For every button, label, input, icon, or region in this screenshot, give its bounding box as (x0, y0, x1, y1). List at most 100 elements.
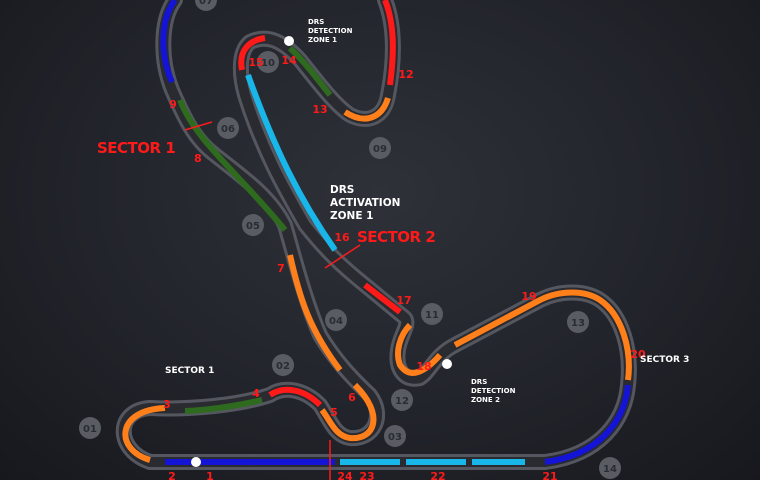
drs-activation-1-line3: ZONE 1 (330, 210, 373, 222)
sector-3-white-label: SECTOR 3 (640, 355, 689, 365)
marshal-post-number: 07 (199, 0, 213, 7)
marshal-post-circle (421, 303, 443, 325)
marshal-post-number: 05 (246, 221, 260, 232)
marshal-post-circle (272, 354, 294, 376)
marshal-post-circle (369, 137, 391, 159)
marshal-post-number: 01 (83, 424, 97, 435)
turn-label-20: 20 (630, 348, 646, 361)
marshal-post-circle (242, 214, 264, 236)
sector-lines (184, 121, 361, 480)
marshal-post-number: 14 (603, 464, 617, 475)
turn-label-6: 6 (348, 391, 356, 404)
marshal-post-circle (391, 389, 413, 411)
marshal-post-number: 09 (373, 144, 387, 155)
marshal-post-circle (384, 425, 406, 447)
turn-label-21: 21 (542, 470, 557, 480)
turn-label-18: 18 (416, 360, 431, 373)
drs-activation-1-line2: ACTIVATION (330, 197, 400, 209)
marshal-post-09: 09 (369, 137, 391, 159)
segment-blue-turn21 (544, 384, 631, 465)
segment-green-t8 (177, 98, 288, 232)
segment-green-t3 (184, 397, 263, 414)
segment-green-t14 (287, 45, 333, 97)
turn-label-19: 19 (521, 290, 536, 303)
turn-label-15: 15 (248, 56, 263, 69)
segment-orange-t13 (343, 96, 391, 122)
marshal-post-10: 10 (257, 51, 279, 73)
marshal-post-number: 03 (388, 432, 402, 443)
marshal-post-05: 05 (242, 214, 264, 236)
turn-label-23: 23 (359, 470, 374, 480)
turn-label-12: 12 (398, 68, 413, 81)
turn-label-7: 7 (277, 262, 285, 275)
segment-cyan-drs1 (245, 73, 338, 252)
marshal-post-02: 02 (272, 354, 294, 376)
segment-red-t15 (238, 35, 266, 71)
marshal-post-number: 02 (276, 361, 290, 372)
segment-orange-t1 (122, 405, 166, 463)
marshal-post-04: 04 (325, 309, 347, 331)
turn-label-2: 2 (168, 470, 176, 480)
marshal-post-number: 10 (261, 58, 275, 69)
turn-label-5: 5 (330, 406, 338, 419)
sector-line-2 (324, 244, 361, 269)
marshal-post-12: 12 (391, 389, 413, 411)
marshal-post-07: 07 (195, 0, 217, 11)
drs-detection-2-line2: DETECTION (471, 387, 516, 395)
drs-detection-1-line3: ZONE 1 (308, 36, 337, 44)
marshal-post-circle (325, 309, 347, 331)
turn-label-22: 22 (430, 470, 445, 480)
turn-label-13: 13 (312, 103, 327, 116)
marshal-post-03: 03 (384, 425, 406, 447)
marshal-post-circle (257, 51, 279, 73)
marshal-post-number: 12 (395, 396, 409, 407)
drs-detection-point-1 (284, 36, 294, 46)
segment-red-t17 (363, 282, 402, 315)
marshal-post-06: 06 (217, 117, 239, 139)
drs-detection-2-line1: DRS (471, 378, 487, 386)
marshal-post-circle (195, 0, 217, 11)
marshal-post-13: 13 (567, 311, 589, 333)
marshal-post-number: 11 (425, 310, 439, 321)
sector-1-label: SECTOR 1 (97, 139, 175, 157)
marshal-post-number: 06 (221, 124, 235, 135)
marshal-post-01: 01 (79, 417, 101, 439)
marshal-post-circle (599, 457, 621, 479)
marshal-post-14: 14 (599, 457, 621, 479)
turn-label-14: 14 (281, 54, 297, 67)
marshal-post-number: 04 (329, 316, 343, 327)
sector-line-1 (184, 121, 213, 131)
marshal-post-circle (79, 417, 101, 439)
drs-activation-1-line1: DRS (330, 184, 354, 196)
segment-red-t4 (268, 386, 323, 408)
turn-label-8: 8 (194, 152, 202, 165)
turn-label-17: 17 (396, 294, 411, 307)
turn-label-4: 4 (252, 387, 260, 400)
turn-label-1: 1 (206, 470, 214, 480)
segment-orange-t7 (287, 254, 343, 372)
annotations: DRS DETECTION ZONE 1 DRS ACTIVATION ZONE… (97, 18, 689, 404)
drs-detection-point-2 (442, 359, 452, 369)
segment-red-t12 (382, 0, 396, 86)
marshal-post-number: 13 (571, 318, 585, 329)
drs-detection-2-line3: ZONE 2 (471, 396, 500, 404)
turn-label-9: 9 (169, 98, 177, 111)
drs-detection-1-line2: DETECTION (308, 27, 353, 35)
turn-label-24: 24 (337, 470, 353, 480)
turn-label-3: 3 (163, 398, 171, 411)
segment-orange-t20-t19 (453, 289, 632, 381)
marshal-post-11: 11 (421, 303, 443, 325)
turn-label-16: 16 (334, 231, 350, 244)
drs-detection-point-start (191, 457, 201, 467)
segment-blue-t9 (160, 0, 178, 84)
drs-detection-1-line1: DRS (308, 18, 324, 26)
sector-2-label: SECTOR 2 (357, 228, 435, 246)
segment-orange-t6 (319, 382, 377, 442)
track-segments (122, 0, 632, 465)
marshal-post-circle (217, 117, 239, 139)
segment-orange-t18 (395, 322, 443, 376)
marshal-post-circle (567, 311, 589, 333)
